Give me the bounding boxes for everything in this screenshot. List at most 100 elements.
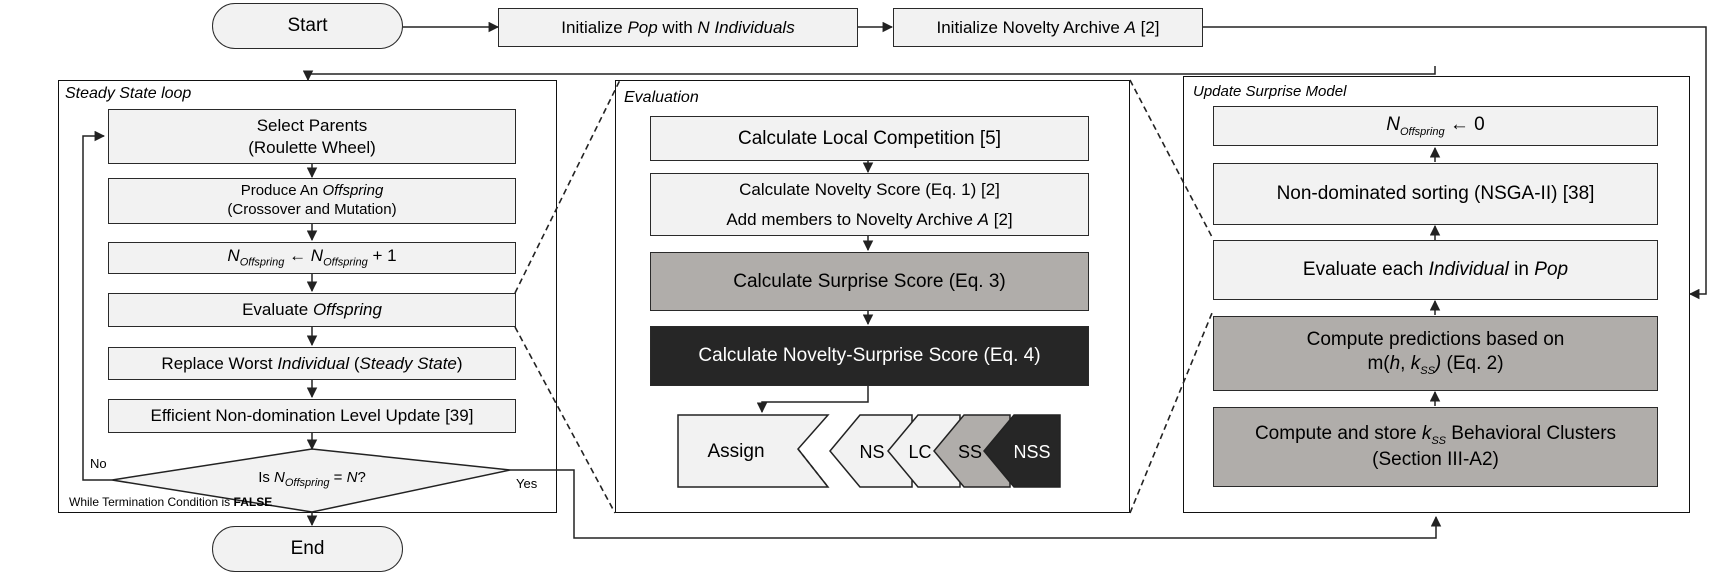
tag-nss-shape <box>983 414 1061 488</box>
select-parents-box: Select Parents (Roulette Wheel) <box>108 109 516 164</box>
init-pop-box: Initialize Pop with N Individuals <box>498 8 858 47</box>
arrow-archive-to-steady <box>302 66 1436 82</box>
termination-bold: FALSE <box>233 495 273 509</box>
efficient-label: Efficient Non-domination Level Update [3… <box>150 406 474 426</box>
reset-box: NOffspring ← 0 <box>1213 106 1658 146</box>
init-pop-n: N Individuals <box>697 17 795 37</box>
zoom-line-2 <box>514 326 616 514</box>
surprise-label: Calculate Surprise Score (Eq. 3) <box>733 270 1006 292</box>
decision-sub: Offspring <box>284 477 330 489</box>
decision-label: Is NOffspring = N? <box>212 462 412 496</box>
tag-ns-label: NS <box>859 441 885 462</box>
surprise-score-box: Calculate Surprise Score (Eq. 3) <box>650 252 1089 311</box>
evaleach-mid: in <box>1508 259 1535 281</box>
produce-offspring: Offspring <box>322 182 384 200</box>
clusters-line2: (Section III-A2) <box>1372 449 1499 471</box>
predict-m: m( <box>1367 353 1390 375</box>
evaluate-pre: Evaluate <box>242 300 313 320</box>
predict-ksub: SS <box>1420 364 1435 377</box>
init-archive-ref: [2] <box>1135 17 1160 37</box>
predict-h: h <box>1389 353 1401 375</box>
evaleach-pre: Evaluate each <box>1302 259 1429 281</box>
init-archive-box: Initialize Novelty Archive A [2] <box>893 8 1203 47</box>
novelty-a: A <box>977 210 990 230</box>
evaluate-offspring-box: Evaluate Offspring <box>108 293 516 327</box>
evaleach-pop: Pop <box>1534 259 1569 281</box>
evaluation-panel <box>615 80 1130 513</box>
reset-n: N <box>1386 113 1400 135</box>
init-pop-mid: with <box>657 17 698 37</box>
evaluation-title: Evaluation <box>624 89 699 106</box>
predict-comma: , <box>1400 353 1411 375</box>
decision-pre: Is <box>258 469 275 486</box>
zoom-line-1 <box>514 79 621 294</box>
clusters-ksub: SS <box>1431 434 1447 447</box>
novelty-score-box: Calculate Novelty Score (Eq. 1) [2] Add … <box>650 173 1089 236</box>
predict-eq: (Eq. 2) <box>1441 353 1504 375</box>
replace-steady: Steady State <box>359 353 457 373</box>
tag-ss-label: SS <box>957 441 982 462</box>
inc-sub1: Offspring <box>239 256 285 269</box>
replace-open: ( <box>349 353 360 373</box>
evaluate-offspring: Offspring <box>312 300 382 320</box>
novelty-ref: [2] <box>989 210 1013 230</box>
novelty-line1: Calculate Novelty Score (Eq. 1) [2] <box>739 179 1000 199</box>
inc-sub2: Offspring <box>323 256 368 269</box>
clusters-pre: Compute and store <box>1254 422 1422 444</box>
reset-sub: Offspring <box>1399 125 1445 138</box>
arrow-archive-to-update <box>1203 26 1707 300</box>
steady-state-title: Steady State loop <box>65 85 192 102</box>
decision-n2: N <box>346 469 358 486</box>
start-label: Start <box>287 15 328 36</box>
inc-n2: N <box>310 246 324 266</box>
end-label: End <box>290 538 325 559</box>
assign-label: Assign <box>707 441 765 462</box>
inc-n1: N <box>227 246 240 266</box>
replace-close: ) <box>456 353 463 373</box>
local-competition-box: Calculate Local Competition [5] <box>650 116 1089 161</box>
clusters-box: Compute and store kSS Behavioral Cluster… <box>1213 407 1658 487</box>
init-archive-pre: Initialize Novelty Archive <box>936 17 1125 37</box>
nsga-label: Non-dominated sorting (NSGA-II) [38] <box>1276 183 1595 205</box>
arrow-nss-to-assign <box>756 386 869 414</box>
tag-nss-label: NSS <box>1013 441 1051 462</box>
termination-pre: While Termination Condition is <box>69 495 234 509</box>
local-label: Calculate Local Competition [5] <box>738 127 1001 149</box>
ns-score-label: Calculate Novelty-Surprise Score (Eq. 4) <box>698 345 1041 367</box>
decision-diamond <box>111 448 511 513</box>
end-terminal: End <box>212 526 403 572</box>
increment-box: NOffspring ← NOffspring + 1 <box>108 242 516 274</box>
predict-close: ) <box>1434 353 1442 375</box>
decision-eq: = <box>329 469 347 486</box>
predictions-box: Compute predictions based on m(h, kSS) (… <box>1213 316 1658 391</box>
evaleach-individual: Individual <box>1428 259 1509 281</box>
arrow-no-loop <box>82 130 112 481</box>
select-line2: (Roulette Wheel) <box>248 137 376 157</box>
update-model-title: Update Surprise Model <box>1193 83 1347 100</box>
init-pop-pop: Pop <box>627 17 658 37</box>
clusters-post: Behavioral Clusters <box>1446 422 1617 444</box>
novelty-surprise-box: Calculate Novelty-Surprise Score (Eq. 4) <box>650 326 1089 386</box>
replace-worst-box: Replace Worst Individual (Steady State) <box>108 347 516 380</box>
clusters-k: k <box>1421 422 1432 444</box>
tag-lc-label: LC <box>908 441 932 462</box>
produce-pre: Produce An <box>240 182 323 200</box>
arrow-yes-path <box>510 469 1442 539</box>
evaluate-each-box: Evaluate each Individual in Pop <box>1213 240 1658 300</box>
inc-arrow: ← <box>284 246 311 266</box>
replace-pre: Replace Worst <box>161 353 278 373</box>
select-line1: Select Parents <box>256 116 368 136</box>
no-label: No <box>90 456 107 471</box>
replace-individual: Individual <box>277 353 350 373</box>
predict-line1: Compute predictions based on <box>1306 329 1565 351</box>
nsga-box: Non-dominated sorting (NSGA-II) [38] <box>1213 163 1658 225</box>
novelty-line2: Add members to Novelty Archive <box>726 210 978 230</box>
init-archive-a: A <box>1124 17 1136 37</box>
zoom-line-3 <box>1129 79 1213 238</box>
produce-offspring-box: Produce An Offspring (Crossover and Muta… <box>108 178 516 224</box>
yes-label: Yes <box>516 476 538 491</box>
reset-tail: ← 0 <box>1444 113 1485 135</box>
start-terminal: Start <box>212 3 403 49</box>
efficient-update-box: Efficient Non-domination Level Update [3… <box>108 399 516 433</box>
